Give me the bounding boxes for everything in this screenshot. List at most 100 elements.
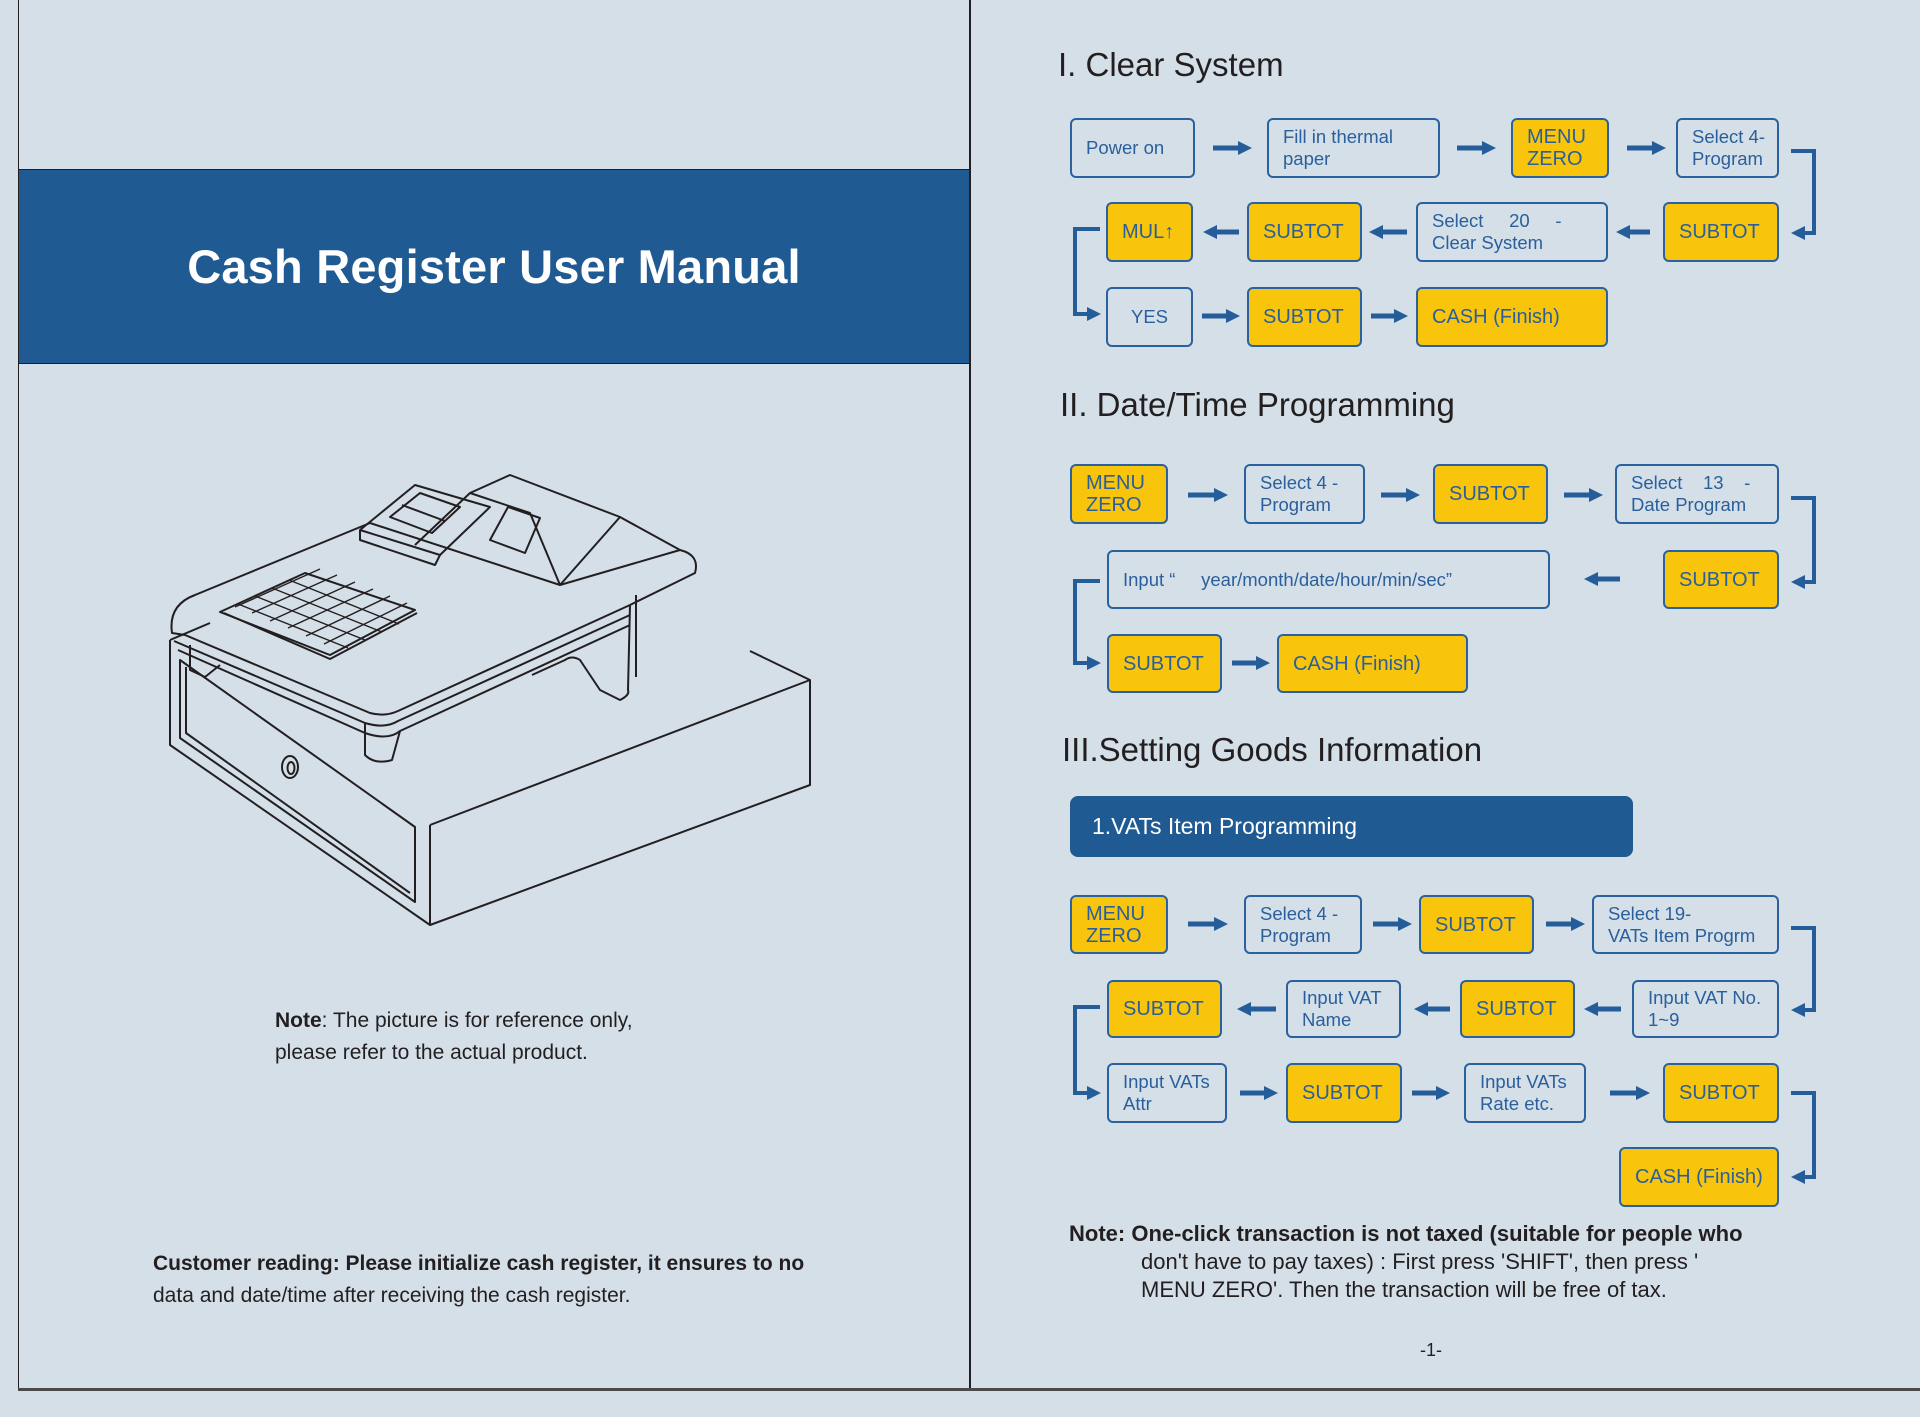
tax-free-note-label: Note [1069, 1221, 1118, 1246]
flow-step-power-on: Power on [1070, 118, 1195, 178]
flow-step-text-line: SUBTOT [1302, 1082, 1383, 1104]
flow-step-text-line: MENU [1086, 472, 1145, 494]
arrow-left-icon [1203, 225, 1239, 239]
flow-step-label: CASH (Finish) [1432, 306, 1560, 328]
flow-step-label: SUBTOT [1679, 569, 1760, 591]
flow-step-text-line: Input VATs [1123, 1071, 1210, 1092]
page-number: -1- [1420, 1340, 1442, 1360]
flow-step-text-line: Date Program [1631, 494, 1747, 515]
page-divider [969, 0, 971, 1390]
arrow-right-icon [1610, 1086, 1650, 1100]
flow-step-label: SUBTOT [1123, 653, 1204, 675]
flow-step-text-line: MENU [1527, 126, 1586, 148]
arrow-right-icon [1373, 917, 1412, 931]
flow-step-label: SUBTOT [1435, 914, 1516, 936]
page-border-left [18, 0, 19, 1390]
flow-step-text-line: SUBTOT [1263, 221, 1344, 243]
customer-reading-label: Customer reading [153, 1252, 333, 1275]
flow-step-key-subtot: SUBTOT [1107, 980, 1222, 1038]
flow-step-text-line: paper [1283, 148, 1331, 169]
arrow-left-icon [1414, 1002, 1450, 1016]
arrow-right-icon [1188, 917, 1228, 931]
flow-step-label: Input “ year/month/date/hour/min/sec” [1123, 569, 1452, 591]
flow-step-label: Select 4 -Program [1260, 903, 1338, 947]
flow-step-text-line: Input VATs [1480, 1071, 1567, 1092]
flow-step-text-line: Input “ year/month/date/hour/min/sec” [1123, 568, 1453, 590]
flow-step-label: Select 13 -Date Program [1631, 472, 1750, 516]
flow-step-text-line: SUBTOT [1263, 306, 1344, 328]
flow-step-text-line: SUBTOT [1449, 483, 1530, 505]
tax-free-note-bold: : One-click transaction is not taxed (su… [1117, 1221, 1743, 1246]
reference-note: Note: The picture is for reference only,… [275, 1005, 633, 1069]
tax-free-note-line2: don't have to pay taxes) : First press '… [1141, 1249, 1699, 1274]
arrow-right-icon [1412, 1086, 1450, 1100]
flow-step-label: SUBTOT [1263, 306, 1344, 328]
flow-step-text-line: SUBTOT [1476, 998, 1557, 1020]
flow-step-label: SUBTOT [1449, 483, 1530, 505]
reference-note-line2: please refer to the actual product. [275, 1041, 588, 1064]
flow-step-text-line: VATs Item Progrm [1608, 924, 1756, 946]
flow-step-text-line: CASH (Finish) [1293, 652, 1421, 675]
flow-step-key-cash-finish: CASH (Finish) [1416, 287, 1608, 347]
elbow-connector-arrow-icon [1791, 926, 1816, 1017]
flow-step-label: SUBTOT [1263, 221, 1344, 243]
flow-step-select-20-clear-system: Select 20 -Clear System [1416, 202, 1608, 262]
flow-step-text-line: SUBTOT [1679, 221, 1760, 243]
arrow-left-icon [1369, 225, 1407, 239]
arrow-right-icon [1202, 309, 1240, 323]
flow-step-label: Select 20 -Clear System [1432, 210, 1562, 254]
flow-step-label: Select 4 -Program [1260, 472, 1338, 516]
register-body [170, 474, 697, 763]
customer-reading-note: Customer reading: Please initialize cash… [153, 1248, 853, 1312]
flow-step-text-line: CASH (Finish) [1635, 1166, 1763, 1188]
manual-title: Cash Register User Manual [187, 240, 801, 293]
flow-step-key-subtot: SUBTOT [1247, 287, 1362, 347]
flow-step-text-line: Rate etc. [1480, 1093, 1555, 1114]
flow-step-label: SUBTOT [1302, 1082, 1383, 1104]
cash-drawer [169, 622, 811, 926]
flow-step-text-line: ZERO [1086, 924, 1142, 947]
flow-step-text-line: SUBTOT [1435, 913, 1516, 936]
flow-step-text-line: Input VAT No. [1648, 987, 1762, 1008]
flow-step-key-subtot: SUBTOT [1663, 550, 1779, 609]
cash-register-illustration [169, 474, 811, 926]
flow-step-text-line: 1~9 [1648, 1009, 1680, 1030]
arrow-left-icon [1584, 1002, 1621, 1016]
flow-step-key-mul: MUL↑ [1106, 202, 1193, 262]
flow-step-text-line: MENU [1086, 902, 1145, 925]
flow-step-label: Select 4-Program [1692, 126, 1765, 170]
flow-step-text-line: ZERO [1086, 494, 1142, 516]
flow-step-key-cash-finish: CASH (Finish) [1277, 634, 1468, 693]
section-title-goods-info: III.Setting Goods Information [1062, 731, 1483, 768]
flow-step-label: Power on [1086, 137, 1164, 159]
flow-step-text-line: Select 19- [1608, 902, 1692, 924]
elbow-connector-arrow-icon [1073, 227, 1101, 321]
flow-step-input-vat-no-1-9: Input VAT No.1~9 [1632, 980, 1779, 1038]
elbow-connector-arrow-icon [1791, 496, 1816, 589]
customer-reading-text: data and date/time after receiving the c… [153, 1284, 631, 1307]
flow-step-label: MUL↑ [1122, 221, 1174, 243]
elbow-connector-arrow-icon [1073, 579, 1101, 670]
flow-step-key-subtot: SUBTOT [1419, 895, 1534, 954]
flow-step-key-subtot: SUBTOT [1663, 202, 1779, 262]
flow-step-text-line: CASH (Finish) [1432, 306, 1560, 328]
flow-step-select-13-date-program: Select 13 -Date Program [1615, 464, 1779, 524]
flow-step-label: SUBTOT [1679, 1082, 1760, 1104]
flow-step-label: SUBTOT [1123, 998, 1204, 1020]
flow-step-text-line: SUBTOT [1679, 568, 1760, 591]
arrow-right-icon [1213, 141, 1252, 155]
flow-step-text-line: Select 20 - [1432, 210, 1562, 231]
customer-reading-bold-text: : Please initialize cash register, it en… [332, 1252, 805, 1275]
elbow-connector-arrow-icon [1791, 149, 1816, 240]
flow-step-key-subtot: SUBTOT [1286, 1063, 1402, 1123]
flow-step-key-subtot: SUBTOT [1433, 464, 1548, 524]
flow-step-label: SUBTOT [1679, 221, 1760, 243]
flow-step-text-line: Power on [1086, 137, 1165, 158]
arrow-right-icon [1457, 141, 1496, 155]
tax-free-note: Note: One-click transaction is not taxed… [1069, 1220, 1829, 1304]
flow-step-text-line: Clear System [1432, 232, 1544, 253]
flow-step-text-line: SUBTOT [1123, 998, 1204, 1020]
